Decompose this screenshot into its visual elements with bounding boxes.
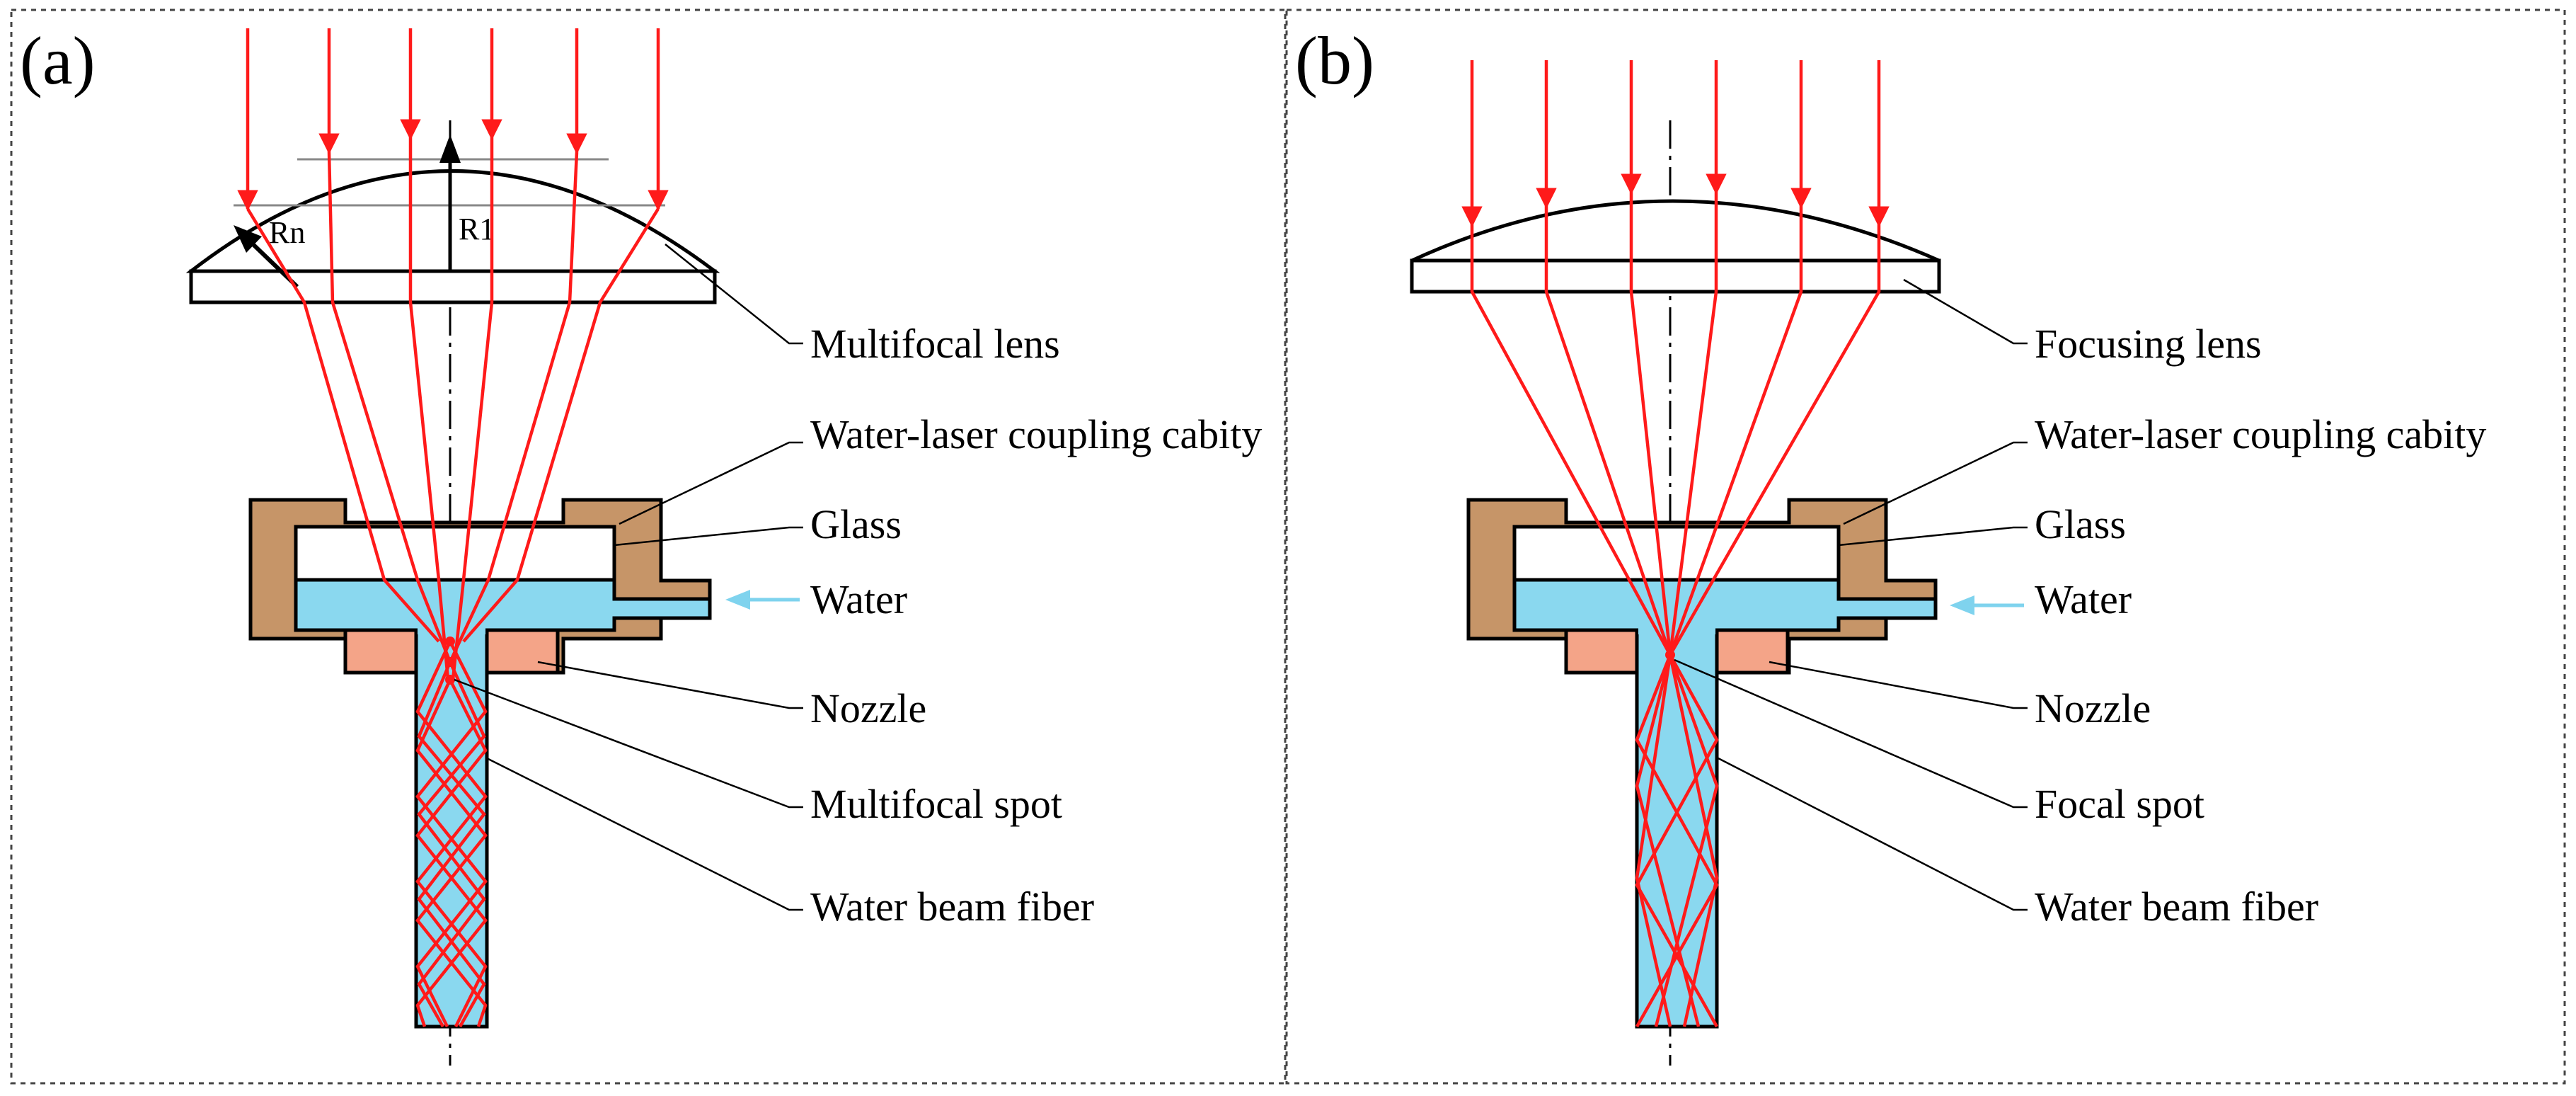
callout-nozzle: Nozzle	[2035, 685, 2151, 731]
callout-spot: Focal spot	[2035, 781, 2204, 827]
fiber-reflection	[415, 678, 488, 1027]
callout-nozzle: Nozzle	[810, 685, 926, 731]
focusing-lens	[1410, 199, 1941, 294]
callout-water: Water	[2035, 576, 2132, 622]
refracted-ray	[408, 138, 450, 680]
laser-rays-b	[1461, 60, 1890, 1028]
callout-cavity: Water-laser coupling cabity	[2035, 411, 2486, 457]
refracted-ray	[327, 152, 452, 663]
callout-glass: Glass	[2035, 501, 2126, 547]
arrowhead-icon	[439, 135, 461, 163]
fiber-reflection	[1635, 654, 1719, 1028]
refracted-ray	[1668, 193, 1718, 656]
refracted-ray	[462, 207, 660, 643]
water-inlet-arrow	[725, 590, 800, 610]
fiber-reflection	[1668, 654, 1719, 1027]
nozzle-right	[485, 628, 560, 675]
callout-fiber: Water beam fiber	[810, 884, 1094, 930]
panel-b-label: (b)	[1295, 23, 1374, 98]
fiber-reflection	[1654, 654, 1719, 1027]
callout-cavity: Water-laser coupling cabity	[810, 411, 1262, 457]
refracted-ray	[1669, 225, 1881, 656]
panel-b-frame	[1285, 8, 2566, 1085]
arrowhead-icon	[234, 225, 262, 253]
radius-rn-label: Rn	[269, 215, 305, 250]
refracted-ray	[451, 138, 494, 680]
refracted-ray	[1470, 225, 1672, 656]
focal-point	[445, 637, 455, 646]
glass-window	[1512, 525, 1841, 582]
refracted-ray	[448, 152, 579, 663]
laser-rays-a	[237, 28, 669, 1028]
coupling-cavity	[1466, 498, 1938, 1029]
panel-a-label: (a)	[20, 23, 96, 98]
callout-fiber: Water beam fiber	[2035, 884, 2318, 930]
callout-water: Water	[810, 576, 907, 622]
fiber-reflection	[417, 661, 486, 1028]
refracted-ray	[1544, 207, 1672, 656]
focal-point	[1665, 650, 1675, 660]
fiber-reflection	[415, 640, 488, 1027]
panel-a: (a) R1 Rn	[10, 8, 1287, 1085]
refracted-ray	[1629, 193, 1672, 656]
callout-glass: Glass	[810, 501, 902, 547]
refracted-ray	[246, 207, 440, 643]
water-inlet-arrow	[1950, 595, 2024, 615]
fiber-reflection	[1635, 654, 1701, 1027]
callout-lens: Focusing lens	[2035, 321, 2262, 367]
leaders-a	[454, 244, 803, 911]
nozzle-left	[343, 628, 418, 675]
fiber-reflection	[1635, 654, 1672, 1027]
panel-a-frame	[10, 8, 1287, 1085]
coupling-cavity	[248, 498, 712, 1029]
radius-r1-label: R1	[459, 212, 495, 246]
callout-spot: Multifocal spot	[810, 781, 1062, 827]
nozzle-right	[1715, 628, 1790, 675]
focal-point	[445, 657, 455, 667]
glass-window	[294, 525, 616, 582]
panel-b: (b)	[1285, 8, 2566, 1085]
callout-lens: Multifocal lens	[810, 321, 1060, 367]
focal-point	[445, 675, 455, 685]
nozzle-left	[1564, 628, 1639, 675]
multifocal-lens: R1 Rn	[185, 135, 720, 304]
leaders-b	[1674, 278, 2028, 911]
water-beam-fiber	[1635, 628, 1719, 1029]
refracted-ray	[1668, 207, 1803, 656]
